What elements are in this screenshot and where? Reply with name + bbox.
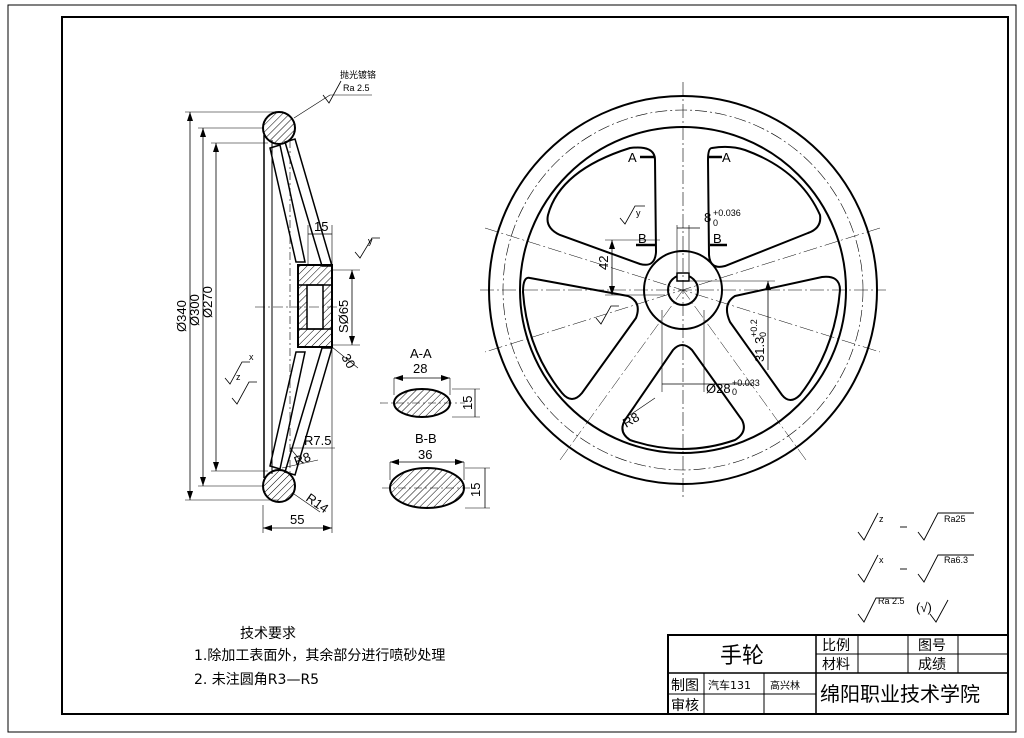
opening-left: [521, 276, 639, 400]
grade-label: 成绩: [918, 657, 946, 673]
dim-30: 30: [338, 351, 358, 371]
key-width-tol: +0.036: [713, 208, 741, 218]
dim-42: 42: [596, 256, 611, 270]
dim-w55: 55: [290, 512, 304, 527]
opening-bottom: [621, 344, 745, 450]
dim-r14: R14: [303, 490, 331, 516]
cut-b-right: B: [713, 231, 722, 246]
key-width: 8: [704, 210, 711, 225]
section-bb-title: B-B: [415, 431, 437, 446]
student-name: 高兴林: [770, 679, 800, 692]
legend-symbol-ra25: Ra 2.5: [878, 596, 905, 606]
cut-b-left: B: [638, 231, 647, 246]
part-name: 手轮: [720, 644, 764, 669]
dim-31-3: 31.3: [752, 337, 767, 362]
rim-section-top: [262, 111, 296, 145]
drawing-no-label: 图号: [918, 638, 946, 654]
dim-d340: Ø340: [174, 300, 189, 332]
scale-label: 比例: [822, 638, 850, 654]
rim-section-bottom: [262, 469, 296, 503]
front-r8: R8: [620, 409, 642, 430]
dim-w15: 15: [314, 219, 328, 234]
drawing-frame: [61, 16, 1009, 715]
tech-req-item-2: 2. 未注圆角R3—R5: [194, 672, 319, 688]
legend-symbol-z: z: [879, 514, 884, 524]
section-bb-height: 15: [468, 483, 483, 497]
section-aa-height: 15: [460, 396, 475, 410]
section-aa: [380, 375, 480, 418]
section-bb-width: 36: [418, 447, 432, 462]
section-aa-width: 28: [413, 361, 427, 376]
school-name: 绵阳职业技术学院: [820, 682, 980, 706]
section-aa-title: A-A: [410, 346, 432, 361]
rough-z-side: z: [236, 372, 241, 382]
roughness-legend: [857, 512, 974, 623]
surface-note-ra: Ra 2.5: [343, 83, 370, 93]
bore-dia-tol-low: 0: [732, 387, 737, 397]
front-rough-y: y: [636, 208, 641, 218]
material-label: 材料: [822, 657, 850, 673]
dim-r8: R8: [292, 449, 313, 469]
sheet-border: [7, 4, 1017, 733]
side-view: [185, 80, 380, 533]
key-width-tol-low: 0: [713, 218, 718, 228]
drawn-label: 制图: [671, 678, 699, 694]
opening-top-left: [546, 146, 658, 266]
opening-right: [725, 275, 842, 401]
dim-sd65: SØ65: [336, 300, 351, 333]
cut-a-right: A: [722, 150, 731, 165]
tech-req-item-1: 1.除加工表面外，其余部分进行喷砂处理: [194, 647, 445, 664]
rough-y-side: y: [368, 236, 373, 246]
surface-note: 抛光镀铬: [340, 69, 376, 81]
opening-top-right: [706, 145, 822, 268]
section-bb: [382, 459, 490, 509]
dim-31-3-tol-low: 0: [758, 332, 768, 337]
legend-value-ra25: Ra25: [944, 514, 966, 524]
cut-a-left: A: [628, 150, 637, 165]
bore-dia: Ø28: [706, 381, 731, 396]
dim-d270: Ø270: [200, 286, 215, 318]
legend-value-check: (√): [916, 600, 932, 615]
legend-symbol-x: x: [879, 555, 884, 565]
bore-dia-tol: +0.033: [732, 378, 760, 388]
front-view: [480, 82, 886, 498]
rough-x-side: x: [249, 352, 254, 362]
dim-31-3-tol: +0.2: [749, 319, 759, 337]
tech-req-title: 技术要求: [240, 626, 296, 642]
class-name: 汽车131: [708, 678, 751, 692]
dim-r75: R7.5: [304, 433, 331, 448]
title-block: [667, 634, 1009, 715]
check-label: 审核: [671, 698, 699, 714]
dim-d300: Ø300: [187, 294, 202, 326]
legend-value-ra63: Ra6.3: [944, 555, 968, 565]
